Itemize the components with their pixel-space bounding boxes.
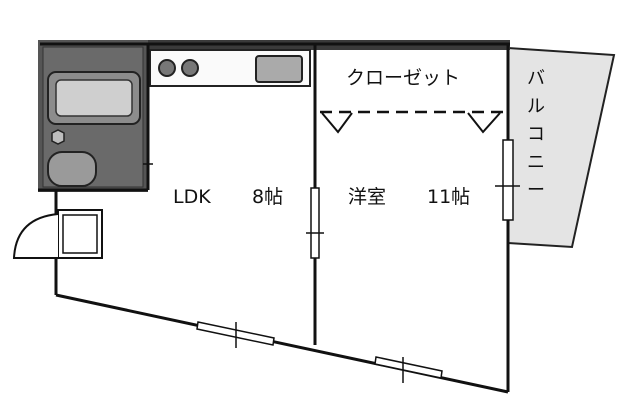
stove-burner-icon [181, 59, 199, 77]
ldk-size: 8帖 [252, 186, 283, 208]
balcony-char: コ [527, 124, 545, 145]
western-room-name: 洋室 [348, 186, 386, 208]
balcony-char: ル [527, 96, 545, 117]
unit-bath [38, 40, 148, 192]
closet [320, 110, 505, 134]
partition-wall [306, 44, 324, 345]
entrance-door [12, 209, 103, 259]
balcony-char: バ [527, 68, 545, 89]
balcony-label: バ ル コ ニ ー [527, 68, 545, 201]
balcony-window [495, 139, 520, 221]
ldk-name: LDK [173, 186, 211, 208]
kitchen-sink-icon [255, 55, 303, 83]
closet-label: クローゼット [346, 67, 460, 89]
balcony-char: ニ [527, 152, 545, 173]
window-ldk [196, 321, 275, 348]
window-western [374, 356, 443, 383]
kitchen-counter [149, 49, 311, 87]
toilet-icon [47, 151, 97, 187]
western-room-size: 11帖 [427, 186, 470, 208]
stove-burner-icon [158, 59, 176, 77]
balcony-char: ー [527, 180, 545, 201]
sink-icon [51, 129, 65, 145]
